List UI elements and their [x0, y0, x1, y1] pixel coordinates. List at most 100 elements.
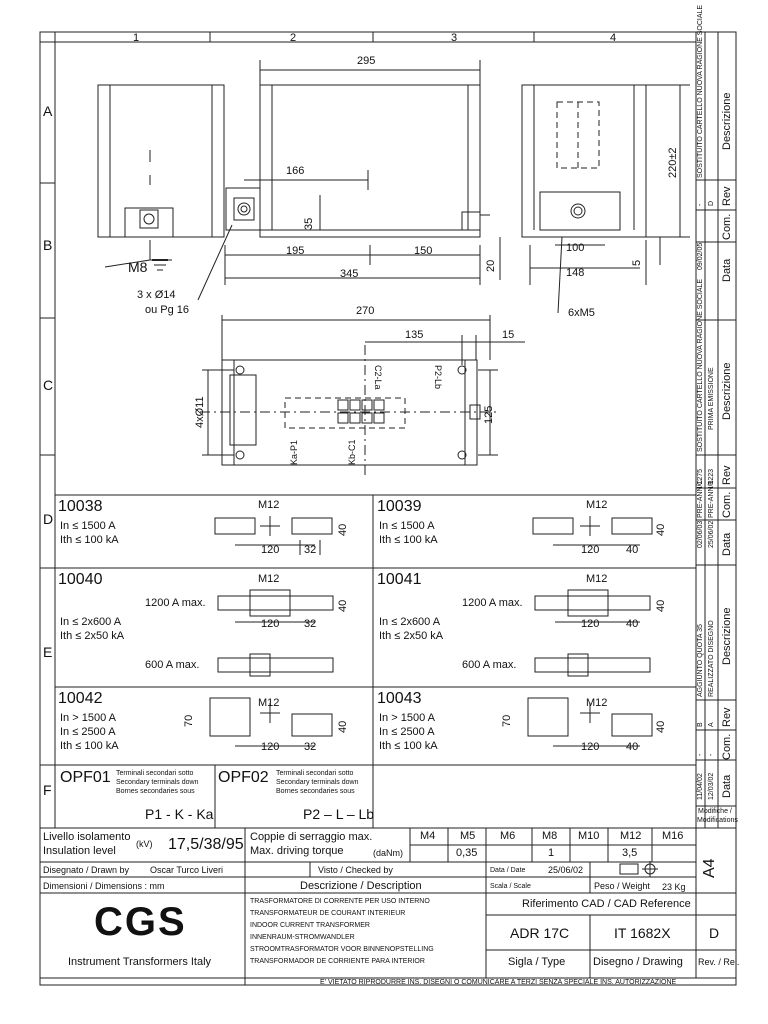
modifications-label: Modifications	[697, 817, 738, 824]
type-value: ADR 17C	[510, 925, 570, 941]
revision-rev: A	[708, 722, 715, 727]
dimension-label: 195	[286, 245, 305, 257]
row-label: B	[43, 237, 53, 253]
dimension-label: 120	[261, 741, 280, 753]
revision-rev: B	[697, 722, 704, 727]
dimension-label: 120	[581, 741, 600, 753]
dimension-label: 70	[501, 714, 513, 727]
dimension-label: 345	[340, 268, 359, 280]
opf-line: Terminali secondari sotto	[116, 770, 194, 777]
kv-unit: (kV)	[136, 839, 153, 849]
holes-label: 3 x Ø14	[137, 289, 176, 301]
insulation-value: 17,5/38/95	[168, 836, 244, 853]
size-m12: M12	[620, 830, 642, 842]
dimension-label: 40	[337, 720, 349, 733]
revision-head-com: Com.	[721, 733, 733, 760]
thread-label: M12	[258, 499, 280, 511]
variant-line: Ith ≤ 100 kA	[60, 534, 119, 546]
revision-com: -	[697, 203, 704, 206]
variant-line: In > 1500 A	[379, 712, 435, 724]
variant-code: 10041	[377, 571, 422, 588]
opf-pins: P1 - K - Ka	[145, 806, 214, 822]
variant-code: 10038	[58, 498, 103, 515]
variant-line: Ith ≤ 2x50 kA	[379, 630, 444, 642]
dimension-label: 120	[261, 544, 280, 556]
company-logo: CGS	[94, 900, 187, 944]
copyright-notice: E' VIETATO RIPRODURRE INS. DISEGNI O COM…	[320, 979, 677, 986]
dimension-label: 70	[183, 714, 195, 727]
row-label: D	[43, 511, 54, 527]
column-label: 1	[133, 32, 140, 44]
torque-label: Coppie di serraggio max.	[250, 831, 373, 843]
dimension-label: 32	[304, 618, 317, 630]
dimension-label: 5	[631, 259, 643, 266]
revision-com: PRE-ANN/1275	[697, 468, 704, 518]
variant-code: 10042	[58, 690, 103, 707]
checked-by-label: Visto / Checked by	[318, 865, 393, 875]
thread-label: M12	[586, 499, 608, 511]
thread-label: M8	[128, 259, 148, 275]
row-label: A	[43, 103, 53, 119]
revision-head-desc: Descrizione	[721, 362, 733, 420]
opf-code: OPF01	[60, 769, 111, 786]
variant-line: Ith ≤ 100 kA	[379, 534, 438, 546]
dimension-label: 40	[626, 544, 639, 556]
row-label: E	[43, 644, 53, 660]
revision-date: 11/04/02	[697, 773, 704, 800]
dimension-label: 120	[261, 618, 280, 630]
torque-m12: 3,5	[622, 847, 638, 859]
description-line: INDOOR CURRENT TRANSFORMER	[250, 922, 370, 929]
revision-head-data: Data	[721, 774, 733, 798]
thread-label: 6xM5	[568, 307, 595, 319]
thread-label: M12	[586, 573, 608, 585]
opf-line: Secondary terminals down	[276, 779, 359, 786]
dimension-label: 40	[337, 599, 349, 612]
variant-line: Ith ≤ 2x50 kA	[60, 630, 125, 642]
sheet-format: A4	[701, 858, 718, 878]
size-m6: M6	[500, 830, 516, 842]
dimension-label: 32	[304, 741, 317, 753]
current-max: 600 A max.	[462, 659, 517, 671]
revision-date: 25/06/02	[708, 520, 715, 548]
drawn-by: Oscar Turco Liveri	[150, 865, 224, 875]
opf-code: OPF02	[218, 769, 269, 786]
dimensions-label: Dimensioni / Dimensions : mm	[43, 881, 165, 891]
dimension-label: 40	[337, 523, 349, 536]
dimension-label: 135	[405, 329, 424, 341]
column-label: 2	[290, 32, 297, 44]
current-max: 1200 A max.	[145, 597, 206, 609]
revision-date: 09/02/05	[697, 242, 704, 270]
variant-line: In ≤ 1500 A	[379, 520, 435, 532]
holes-alt-label: ou Pg 16	[145, 304, 190, 316]
opf-pins: P2 – L – Lb	[303, 806, 375, 822]
revision-description: SOSTITUITO CARTELLO NUOVA RAGIONE SOCIAL…	[697, 4, 704, 178]
revision-date: 12/03/02	[708, 772, 715, 800]
dimension-label: 40	[655, 720, 667, 733]
size-m4: M4	[420, 830, 436, 842]
dimension-label: 148	[566, 267, 585, 279]
revision-head-com: Com.	[721, 213, 733, 240]
weight-label: Peso / Weight	[594, 881, 650, 891]
terminal-label: Kb-C1	[347, 439, 357, 465]
date-value: 25/06/02	[548, 865, 584, 875]
revision-description: PRIMA EMISSIONE	[708, 367, 715, 430]
thread-label: M12	[586, 697, 608, 709]
size-m16: M16	[662, 830, 684, 842]
dimension-label: 15	[502, 329, 515, 341]
revision-description: REALIZZATO DISEGNO	[708, 620, 715, 697]
column-label: 4	[610, 32, 617, 44]
dimension-label: 125	[483, 405, 495, 424]
dimension-label: 20	[485, 259, 497, 272]
variant-line: In > 1500 A	[60, 712, 116, 724]
drawing-label: Disegno / Drawing	[593, 956, 683, 968]
variant-line: In ≤ 1500 A	[60, 520, 116, 532]
terminal-label: C2-La	[373, 365, 383, 390]
dimension-label: 32	[304, 544, 317, 556]
torque-m8: 1	[548, 847, 555, 859]
size-m10: M10	[578, 830, 600, 842]
variant-code: 10039	[377, 498, 422, 515]
size-m8: M8	[542, 830, 558, 842]
variant-line: In ≤ 2500 A	[60, 726, 116, 738]
revision-head-rev: Rev	[721, 186, 733, 206]
